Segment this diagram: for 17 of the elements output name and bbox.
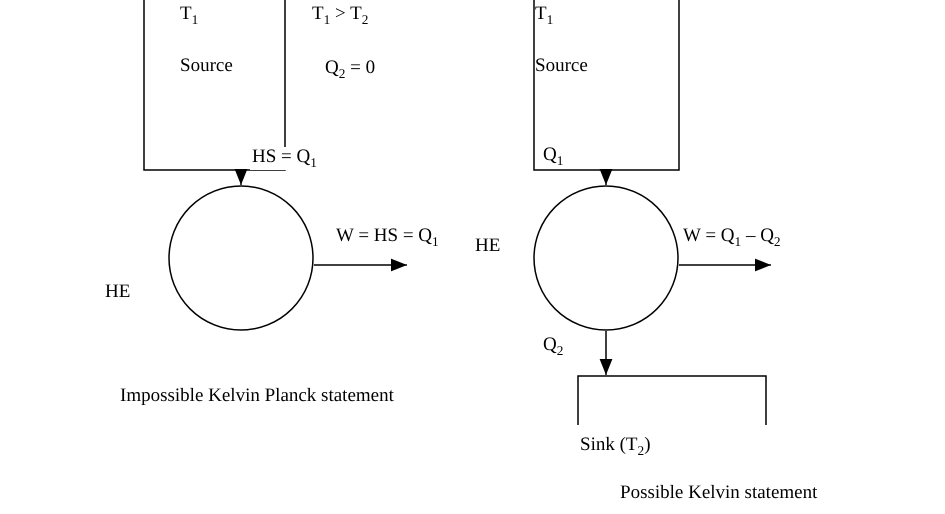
engine-label: HE xyxy=(475,236,500,257)
arrow xyxy=(600,169,612,185)
engine-label: HE xyxy=(105,282,130,303)
reservoir-label: Sink (T$_{2}$) xyxy=(580,435,651,458)
edge-label: HS = Q$_{1}$ xyxy=(250,147,319,170)
temperature-label: T$_{1}$ xyxy=(535,4,554,28)
condition-label: T$_{1}$ > T$_{2}$ xyxy=(312,4,368,28)
arrow xyxy=(234,169,248,185)
arrow xyxy=(600,331,612,375)
reservoir-label: Source xyxy=(535,56,588,77)
temperature-label: T$_{1}$ xyxy=(180,4,198,28)
arrow xyxy=(314,258,407,272)
condition-label: Q$_{2}$ = 0 xyxy=(325,58,376,82)
caption: Impossible Kelvin Planck statement xyxy=(120,386,394,407)
reservoir-label: Source xyxy=(180,56,233,77)
caption: Possible Kelvin statement xyxy=(620,483,818,504)
arrow xyxy=(679,258,771,272)
